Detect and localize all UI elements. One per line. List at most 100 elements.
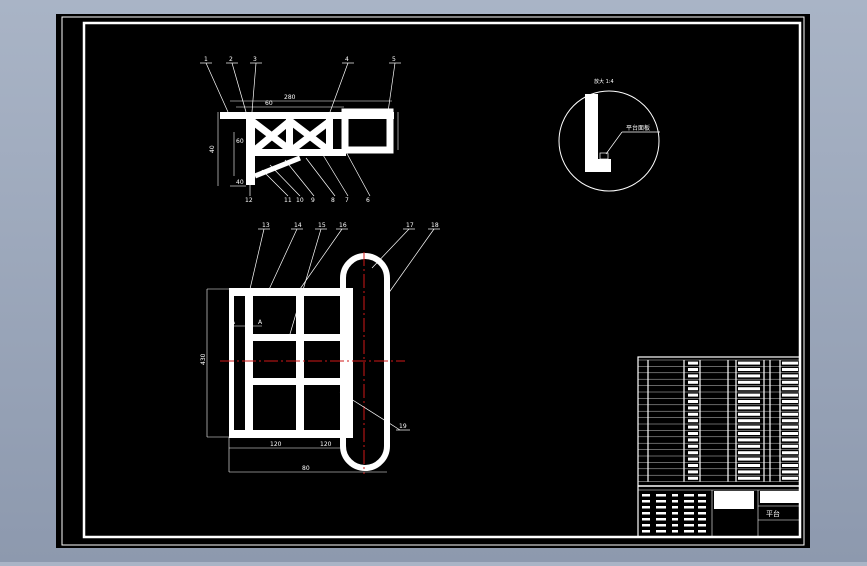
- dim-120-b: 120: [320, 441, 332, 448]
- title-cell-text: [672, 512, 678, 515]
- bom-cell-text: [782, 432, 798, 435]
- title-cell-text: [672, 524, 678, 527]
- bom-cell-text: [782, 400, 798, 403]
- title-cell-text: [684, 494, 694, 497]
- left-edge-strip: [229, 289, 234, 437]
- title-cell-text: [672, 500, 678, 503]
- leader-3: [251, 62, 257, 113]
- material-block: [760, 491, 800, 503]
- leader-7: [319, 149, 349, 197]
- bom-cell-text: [738, 380, 760, 384]
- detail-view: 放大 1:4 平台面板: [558, 78, 660, 192]
- dim-120-a: 120: [270, 441, 282, 448]
- bom-cell-text: [688, 374, 698, 378]
- rounded-end-frame: [340, 253, 390, 471]
- leader-18: [387, 228, 435, 295]
- bom-cell-text: [738, 393, 760, 397]
- title-cell-text: [642, 518, 650, 521]
- bom-cell-text: [688, 425, 698, 429]
- bom-cell-text: [782, 361, 798, 365]
- leader-8: [305, 157, 336, 197]
- balloon-1: 1: [204, 56, 208, 63]
- title-cell-text: [698, 500, 706, 503]
- bom-cell-text: [688, 380, 698, 384]
- bom-cell-text: [782, 406, 798, 410]
- bom-cell-text: [738, 432, 760, 435]
- brace-2: [252, 118, 293, 153]
- leader-14: [265, 228, 298, 297]
- top-rail: [229, 288, 353, 296]
- title-cell-text: [698, 524, 706, 527]
- section-mark-right: A: [258, 319, 263, 326]
- title-cell-text: [672, 530, 678, 533]
- bom-cell-text: [688, 444, 698, 448]
- title-block-frame: [637, 356, 801, 538]
- bom-cell-text: [688, 451, 698, 455]
- bom-cell-text: [688, 470, 698, 474]
- drawing-name: 平台: [766, 509, 780, 518]
- title-cell-text: [684, 518, 694, 521]
- title-cell-text: [684, 524, 694, 527]
- title-cell-text: [672, 506, 678, 509]
- dim-80: 80: [302, 465, 310, 472]
- bom-cell-text: [738, 425, 760, 429]
- title-cell-text: [642, 530, 650, 533]
- title-cell-text: [656, 530, 666, 533]
- end-box: [341, 108, 394, 154]
- title-cell-text: [698, 530, 706, 533]
- bom-cell-text: [782, 368, 798, 371]
- bom-cell-text: [782, 419, 798, 423]
- top-beam: [220, 112, 394, 119]
- dim-430: 430: [200, 353, 207, 365]
- leader-9: [284, 159, 315, 197]
- outer-border: [61, 16, 805, 546]
- title-cell-text: [698, 512, 706, 515]
- leader-2: [231, 62, 247, 113]
- bom-cell-text: [688, 387, 698, 391]
- balloon-14: 14: [294, 222, 302, 229]
- detail-leader: [605, 131, 623, 155]
- logo-block: [714, 491, 754, 509]
- bom-cell-text: [782, 451, 798, 455]
- middle-rail-vertical: [296, 289, 304, 437]
- bom-cell-text: [688, 412, 698, 416]
- bom-cell-text: [738, 451, 760, 455]
- title-cell-text: [656, 512, 666, 515]
- dim-40-left: 40: [209, 145, 216, 153]
- inner-frame: [82, 21, 802, 539]
- title-cell-text: [698, 518, 706, 521]
- bom-cell-text: [738, 444, 760, 448]
- plan-view-labels: 13 14 15 16 17 18 19 430 120 120 80 A A: [200, 222, 439, 472]
- balloon-16: 16: [339, 222, 347, 229]
- lower-beam: [246, 149, 346, 156]
- right-rail: [345, 289, 353, 437]
- balloon-4: 4: [345, 56, 349, 63]
- title-cell-text: [642, 494, 650, 497]
- balloon-12: 12: [245, 197, 253, 204]
- bom-cell-text: [782, 457, 798, 461]
- bom-cell-text: [688, 361, 698, 365]
- bom-table: [638, 359, 800, 482]
- bom-cell-text: [782, 438, 798, 442]
- bom-cell-text: [738, 368, 760, 371]
- bom-cell-text: [738, 476, 760, 480]
- dim-60: 60: [265, 100, 273, 107]
- brace-4: [289, 118, 333, 153]
- side-view: [200, 62, 401, 197]
- title-cell-text: [656, 494, 666, 497]
- title-cell-text: [684, 506, 694, 509]
- leader-16: [299, 228, 343, 290]
- balloon-3: 3: [253, 56, 257, 63]
- balloon-9: 9: [311, 197, 315, 204]
- title-cell-text: [642, 512, 650, 515]
- balloon-19: 19: [399, 423, 407, 430]
- balloon-5: 5: [392, 56, 396, 63]
- leader-10: [269, 164, 301, 197]
- detail-note: 平台面板: [626, 124, 650, 132]
- title-cell-text: [684, 500, 694, 503]
- leader-4: [329, 62, 349, 113]
- leader-6: [344, 149, 371, 197]
- title-cell-text: [684, 530, 694, 533]
